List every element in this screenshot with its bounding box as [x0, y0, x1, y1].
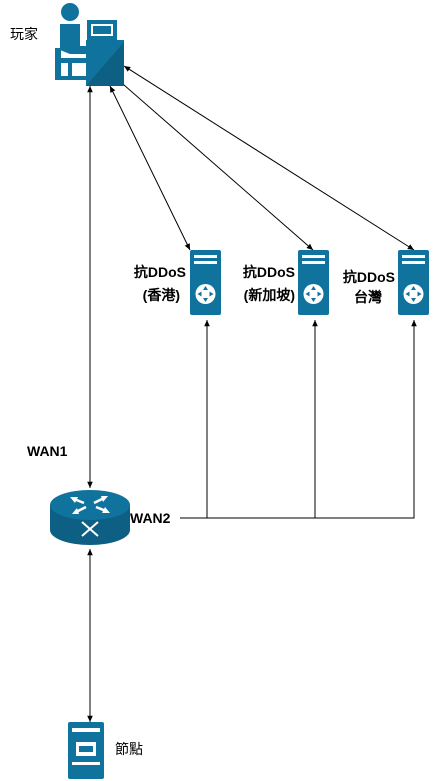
server-sg-label-line2: (新加坡) [244, 287, 295, 303]
server-icon [298, 250, 329, 315]
link-player-server-hk [109, 85, 191, 251]
server-sg-label-line1: 抗DDoS [243, 264, 295, 280]
wan2-label: WAN2 [130, 510, 171, 526]
link-player-server-tw [123, 65, 415, 251]
node-label: 節點 [115, 741, 143, 757]
server-icon [190, 250, 221, 315]
router-icon [50, 490, 130, 545]
link-router-wan2-bus [180, 320, 417, 519]
server-hk-label-line1: 抗DDoS [134, 264, 186, 280]
server-icon [398, 250, 429, 315]
link-player-server-sg [115, 77, 314, 251]
connectors [87, 65, 417, 722]
server-hk-label-line2: (香港) [143, 287, 180, 303]
server-tw-label-line1: 抗DDoS [343, 269, 395, 285]
user-at-computer-icon [55, 3, 124, 86]
node-server-icon [68, 722, 104, 779]
wan1-label: WAN1 [27, 443, 68, 459]
server-tw-label-line2: 台灣 [354, 289, 382, 305]
player-label: 玩家 [10, 26, 38, 42]
